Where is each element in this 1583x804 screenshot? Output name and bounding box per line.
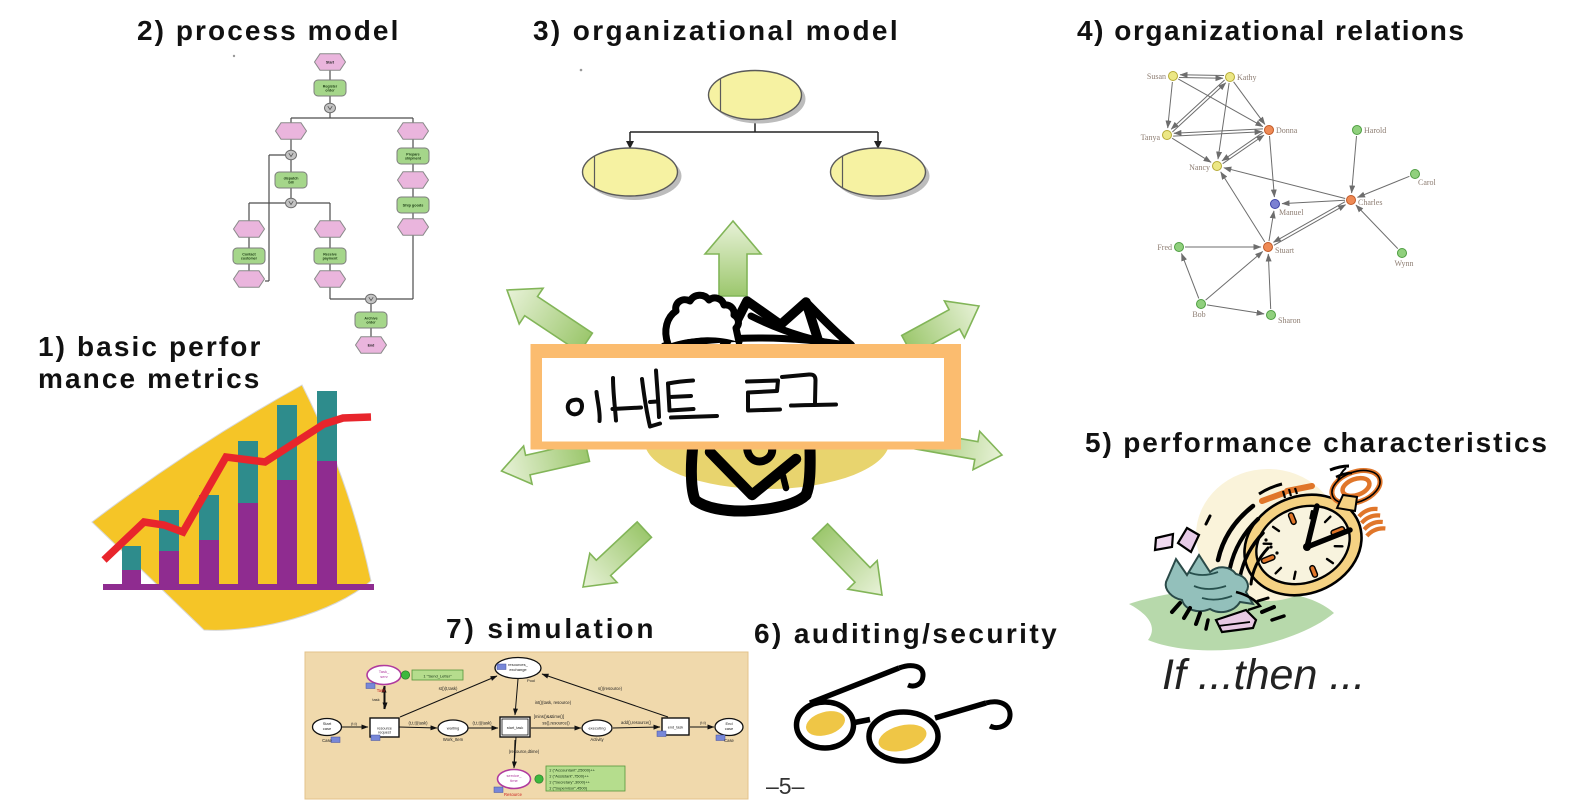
svg-text:case: case bbox=[725, 726, 734, 731]
svg-text:Task: Task bbox=[377, 688, 387, 693]
svg-text:int()(task, resource): int()(task, resource) bbox=[535, 700, 572, 705]
svg-text:bill: bill bbox=[288, 181, 293, 185]
svg-text:Task_: Task_ bbox=[379, 669, 390, 674]
svg-text:Sharon: Sharon bbox=[1278, 316, 1301, 325]
svg-text:Kathy: Kathy bbox=[1237, 73, 1257, 82]
svg-text:request: request bbox=[378, 731, 392, 735]
svg-text:Susan: Susan bbox=[1147, 72, 1166, 81]
svg-text:serv: serv bbox=[380, 674, 388, 679]
svg-text:order: order bbox=[366, 321, 376, 325]
svg-text:Activity: Activity bbox=[590, 737, 604, 742]
svg-text:Carol: Carol bbox=[1418, 178, 1437, 187]
svg-text:(t,t,t)(task): (t,t,t)(task) bbox=[408, 721, 428, 726]
svg-text:Register: Register bbox=[323, 85, 338, 89]
svg-text:ss(),resource(): ss(),resource() bbox=[542, 721, 570, 726]
svg-text:service_: service_ bbox=[507, 773, 523, 778]
svg-text:Archive: Archive bbox=[364, 317, 377, 321]
svg-text:add(),resource(): add(),resource() bbox=[621, 720, 652, 725]
svg-text:order: order bbox=[325, 89, 335, 93]
svg-text:1`("Secretary",3000)++: 1`("Secretary",3000)++ bbox=[549, 780, 591, 785]
svg-text:(t,t): (t,t) bbox=[351, 721, 358, 726]
svg-text:shipment: shipment bbox=[405, 157, 422, 161]
svg-text:s()(resource): s()(resource) bbox=[598, 686, 623, 691]
svg-text:executing: executing bbox=[588, 726, 605, 731]
svg-text:resources_: resources_ bbox=[508, 662, 529, 667]
svg-text:st()(t,task): st()(t,task) bbox=[439, 686, 458, 691]
svg-text:[mins()&&time()]: [mins()&&time()] bbox=[534, 714, 564, 719]
svg-text:dispatch: dispatch bbox=[284, 177, 299, 181]
svg-text:payment: payment bbox=[323, 257, 339, 261]
svg-text:1`"Send_Letter": 1`"Send_Letter" bbox=[423, 674, 452, 679]
svg-text:end_task: end_task bbox=[668, 726, 684, 730]
svg-text:task: task bbox=[372, 697, 379, 702]
svg-text:Charles: Charles bbox=[1358, 198, 1382, 207]
svg-text:waiting: waiting bbox=[447, 726, 459, 731]
svg-text:1`("Accountant",25000)++: 1`("Accountant",25000)++ bbox=[549, 768, 596, 773]
svg-text:(resource,dtime): (resource,dtime) bbox=[509, 749, 540, 754]
svg-text:Tanya: Tanya bbox=[1141, 133, 1161, 142]
svg-text:(t,t,t)(task): (t,t,t)(task) bbox=[472, 721, 492, 726]
svg-text:Pool: Pool bbox=[527, 678, 535, 683]
svg-text:Case: Case bbox=[724, 738, 734, 743]
svg-text:Manuel: Manuel bbox=[1279, 208, 1304, 217]
svg-text:Work_Item: Work_Item bbox=[443, 737, 464, 742]
svg-text:(t,t): (t,t) bbox=[700, 720, 707, 725]
svg-text:Wynn: Wynn bbox=[1394, 259, 1413, 268]
svg-text:Fred: Fred bbox=[1157, 243, 1172, 252]
svg-text:resource: resource bbox=[377, 727, 392, 731]
svg-text:1`("Assistant",7500)++: 1`("Assistant",7500)++ bbox=[549, 774, 590, 779]
svg-text:Contact: Contact bbox=[242, 253, 256, 257]
svg-text:case: case bbox=[323, 726, 332, 731]
svg-text:Donna: Donna bbox=[1276, 126, 1298, 135]
svg-text:Harold: Harold bbox=[1364, 126, 1386, 135]
svg-text:Start: Start bbox=[326, 61, 335, 65]
svg-text:Case: Case bbox=[322, 738, 332, 743]
svg-text:Ship goods: Ship goods bbox=[403, 204, 424, 208]
svg-text:Start: Start bbox=[323, 721, 332, 726]
svg-text:start_task: start_task bbox=[507, 726, 524, 730]
svg-text:End: End bbox=[725, 721, 732, 726]
svg-text:time: time bbox=[510, 778, 518, 783]
svg-text:customer: customer bbox=[241, 257, 258, 261]
svg-text:Receive: Receive bbox=[323, 253, 337, 257]
svg-text:Stuart: Stuart bbox=[1275, 246, 1295, 255]
svg-text:Prepare: Prepare bbox=[406, 153, 419, 157]
svg-text:Resource: Resource bbox=[504, 792, 523, 797]
svg-text:1`("Supervisor",4500): 1`("Supervisor",4500) bbox=[549, 786, 588, 791]
svg-text:Bob: Bob bbox=[1192, 310, 1205, 319]
svg-text:End: End bbox=[368, 344, 375, 348]
svg-text:Nancy: Nancy bbox=[1189, 163, 1210, 172]
svg-text:exchange: exchange bbox=[509, 667, 527, 672]
